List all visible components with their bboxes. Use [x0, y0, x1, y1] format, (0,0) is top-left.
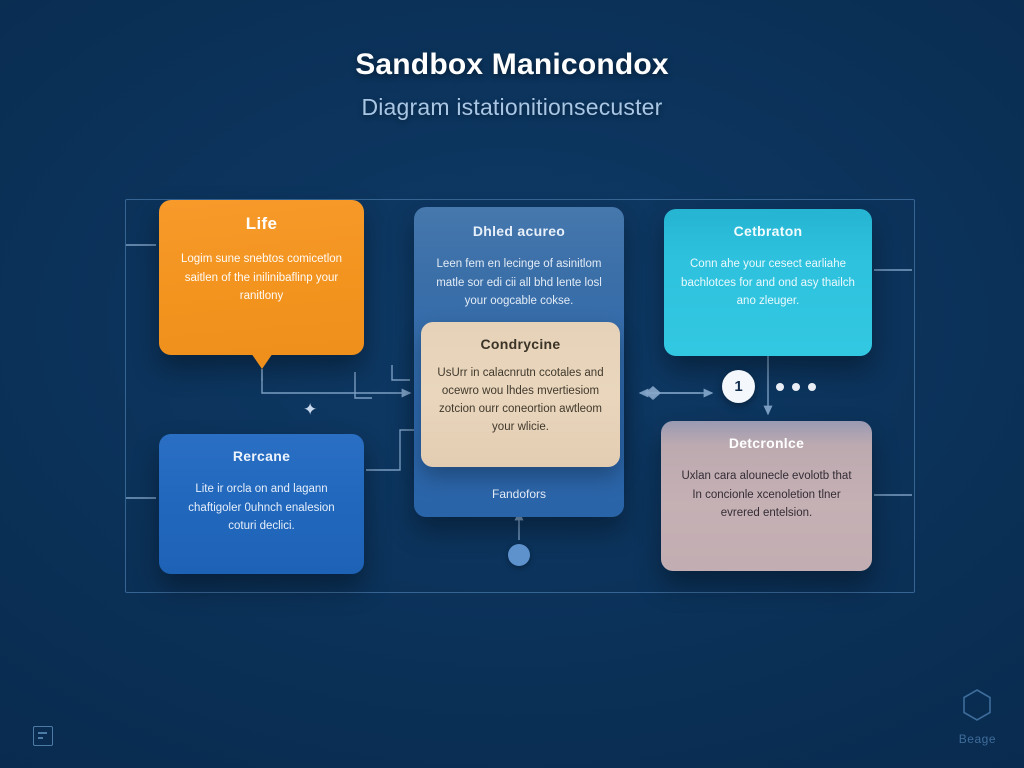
brand-label: Beage [958, 732, 996, 746]
node-condrycine[interactable]: Condrycine UsUrr in calacnrutn ccotales … [421, 322, 620, 467]
node-cetbraton-title: Cetbraton [733, 223, 803, 239]
sparkle-icon: ✦ [303, 400, 318, 419]
dot-3 [808, 383, 816, 391]
node-dhled-footer: Fandofors [491, 487, 547, 501]
node-rercane-body: Lite ir orcla on and lagann chaftigoler … [188, 483, 335, 533]
node-life[interactable]: Life Logim sune snebtos comicetlon saitl… [159, 200, 364, 355]
page-header: Sandbox Manicondox Diagram istationition… [0, 48, 1024, 121]
more-options-dots[interactable] [776, 383, 816, 391]
node-cetbraton-body: Conn ahe your cesect earliahe bachlotces… [681, 258, 855, 308]
brand-mark: Beage [959, 688, 996, 746]
document-icon[interactable] [33, 726, 53, 746]
connector-knob[interactable] [508, 544, 530, 566]
node-condrycine-body: UsUrr in calacnrutn ccotales and ocewro … [437, 367, 604, 433]
step-badge-1[interactable]: 1 [722, 370, 755, 403]
dot-1 [776, 383, 784, 391]
dot-2 [792, 383, 800, 391]
hexagon-icon [963, 689, 992, 721]
node-life-pointer [251, 353, 273, 369]
node-rercane-title: Rercane [232, 448, 291, 464]
page-subtitle: Diagram istationitionsecuster [361, 94, 663, 120]
node-condrycine-title: Condrycine [480, 336, 561, 352]
node-dhled-title: Dhled acureo [472, 223, 566, 239]
diagram-frame [125, 199, 915, 593]
page-title: Sandbox Manicondox [355, 48, 669, 81]
node-detcronlce-title: Detcronlce [728, 435, 805, 451]
node-life-title: Life [245, 214, 278, 233]
node-cetbraton[interactable]: Cetbraton Conn ahe your cesect earliahe … [664, 209, 872, 356]
node-detcronlce[interactable]: Detcronlce Uxlan cara alounecle evolotb … [661, 421, 872, 571]
node-dhled-body: Leen fem en lecinge of asinitlom matle s… [436, 258, 602, 308]
node-life-body: Logim sune snebtos comicetlon saitlen of… [180, 253, 343, 303]
node-rercane[interactable]: Rercane Lite ir orcla on and lagann chaf… [159, 434, 364, 574]
node-detcronlce-body: Uxlan cara alounecle evolotb that In con… [681, 470, 852, 520]
